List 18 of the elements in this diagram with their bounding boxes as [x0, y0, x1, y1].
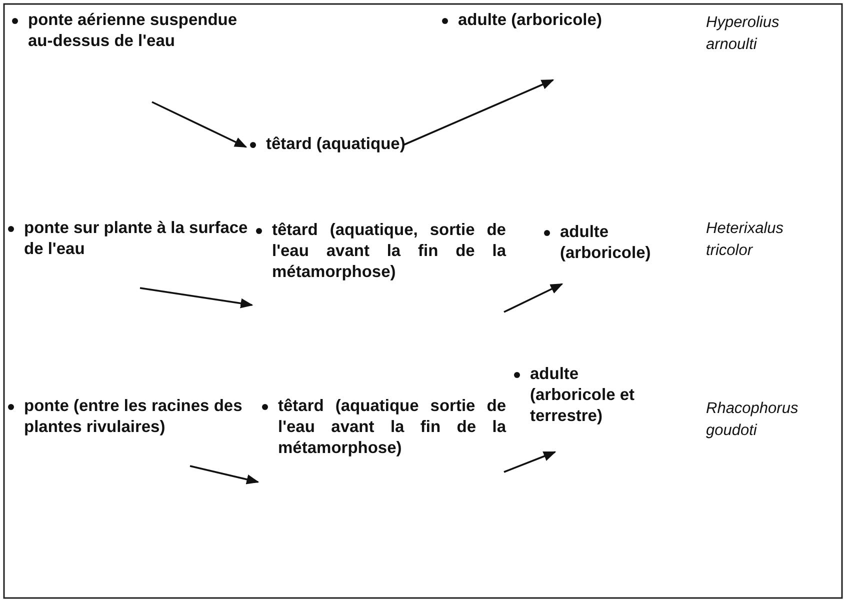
stage-text: têtard (aquatique)	[266, 134, 406, 155]
stage-text: ponte (entre les racines des plantes rivulaires)	[24, 396, 244, 438]
stage-text: têtard (aquatique, sortie de l'eau avant la fin de la métamorphose)	[272, 220, 506, 283]
arrow	[140, 287, 254, 308]
stage-text: adulte (arboricole)	[458, 10, 603, 31]
species-name: Rhacophorus goudoti	[706, 399, 800, 441]
stage-text: ponte aérienne suspendue au-dessus de l'eau	[28, 10, 238, 52]
stage-text: têtard (aquatique sortie de l'eau avant la fin de la métamorphose)	[278, 396, 506, 459]
arrow	[504, 451, 556, 473]
species-name: Hyperolius arnoulti	[706, 13, 780, 55]
stage-text: adulte (arboricole)	[560, 222, 652, 264]
species-name: Heterixalus tricolor	[706, 219, 785, 261]
stage-text: adulte (arboricole et terrestre)	[530, 364, 636, 427]
arrow	[152, 101, 248, 148]
arrow	[190, 465, 260, 484]
arrow	[402, 79, 554, 146]
arrow	[504, 283, 564, 313]
stage-text: ponte sur plante à la surface de l'eau	[24, 218, 248, 260]
